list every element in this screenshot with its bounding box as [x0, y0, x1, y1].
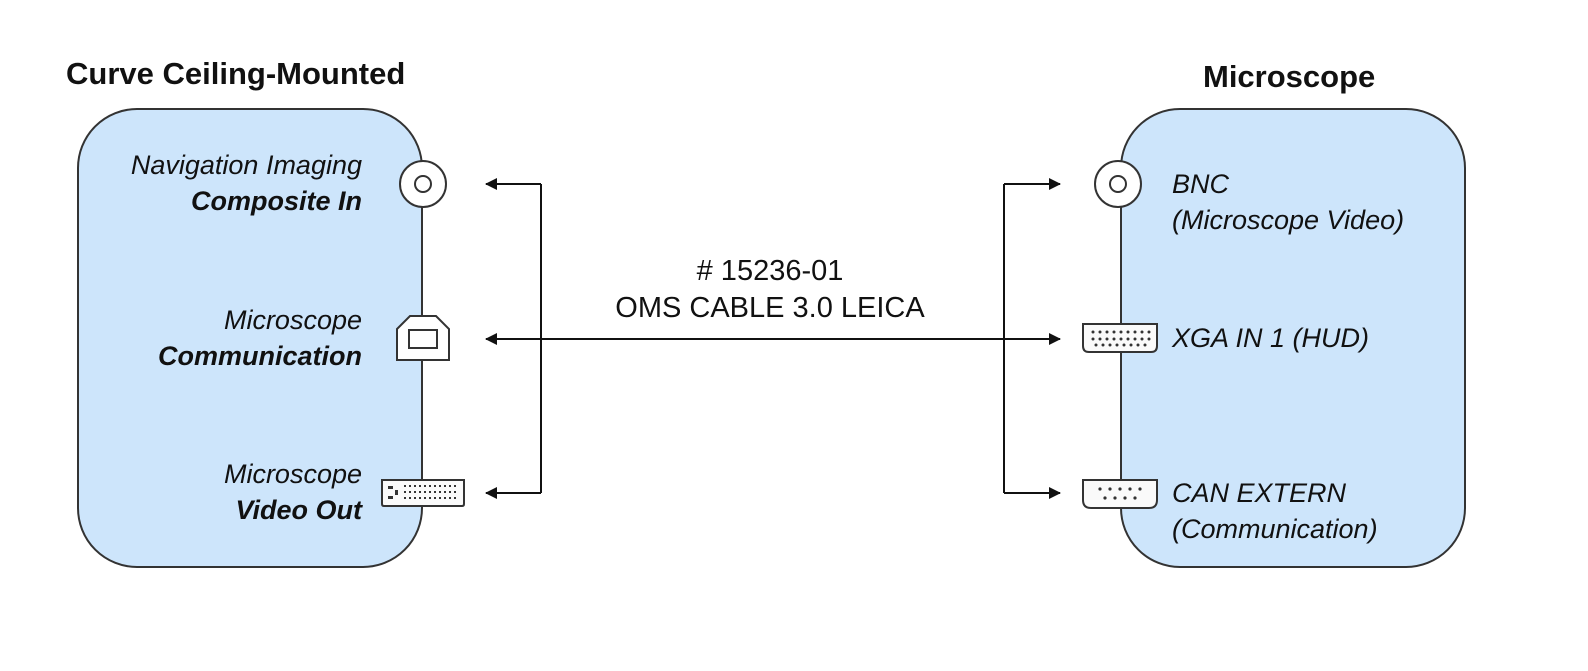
right-cable-branch [1003, 178, 1061, 499]
right-device-title: Microscope [1203, 59, 1376, 94]
right-port-xga-label: XGA IN 1 (HUD) [1172, 323, 1370, 353]
dvi-connector-icon [381, 479, 465, 507]
left-device-title: Curve Ceiling-Mounted [66, 56, 406, 91]
left-port-communication-label: Microscope Communication [157, 305, 362, 371]
left-port-composite-label: Navigation Imaging Composite In [130, 150, 362, 216]
right-port-can-label: CAN EXTERN (Communication) [1172, 478, 1378, 544]
cable-label: # 15236-01 OMS CABLE 3.0 LEICA [600, 253, 940, 327]
vga-connector-icon [1082, 323, 1158, 353]
cable-name: OMS CABLE 3.0 LEICA [615, 292, 925, 324]
right-device-panel [1120, 108, 1466, 568]
bnc-connector-icon [1094, 160, 1142, 208]
left-port-video-out-label: Microscope Video Out [223, 459, 362, 525]
left-device-panel [77, 108, 423, 568]
bnc-connector-icon [399, 160, 447, 208]
db9-connector-icon [1082, 479, 1158, 509]
right-port-bnc-label: BNC (Microscope Video) [1172, 169, 1405, 235]
cable-part-number: # 15236-01 [696, 255, 844, 287]
usb-b-connector-icon [396, 315, 450, 361]
dvi-pins [404, 485, 456, 499]
